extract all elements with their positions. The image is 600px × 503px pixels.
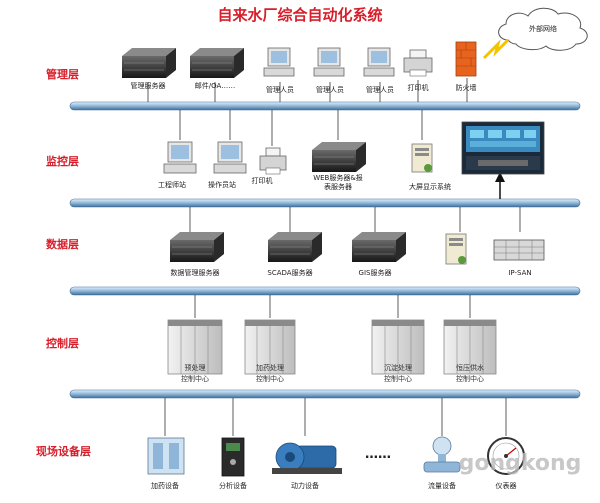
dosing-equipment-icon bbox=[147, 437, 185, 475]
cabinet-label: 控制中心 bbox=[181, 374, 209, 383]
control-cabinet-icon bbox=[443, 319, 497, 375]
workstation-icon bbox=[363, 47, 395, 77]
device-label: 管理人员 bbox=[366, 85, 394, 94]
gauge-icon bbox=[487, 437, 525, 475]
diagram-title: 自来水厂综合自动化系统 bbox=[217, 6, 382, 24]
cabinet-label: 沉淀处理 bbox=[384, 363, 412, 372]
device-label: 管理人员 bbox=[266, 85, 294, 94]
tower-server-icon bbox=[411, 143, 433, 173]
device-label: 仪表器 bbox=[496, 481, 517, 490]
analyzer-icon bbox=[221, 437, 245, 477]
device-label: 防火墙 bbox=[456, 83, 477, 92]
control-network-bus bbox=[69, 389, 581, 399]
device-label: 加药设备 bbox=[151, 481, 179, 490]
device-label: IP-SAN bbox=[508, 269, 531, 277]
management-network-bus bbox=[69, 101, 581, 111]
control-cabinet-icon bbox=[244, 319, 296, 375]
device-label: 打印机 bbox=[408, 83, 429, 92]
lightning-icon bbox=[482, 38, 510, 60]
workstation-icon bbox=[263, 47, 295, 77]
control-cabinet-icon bbox=[167, 319, 223, 375]
device-label: 操作员站 bbox=[208, 180, 236, 189]
device-label: 大屏显示系统 bbox=[409, 182, 451, 191]
server-icon bbox=[170, 232, 224, 262]
arrow-up-icon bbox=[495, 172, 505, 182]
device-label: 邮件/OA…… bbox=[195, 81, 236, 90]
device-label: 管理人员 bbox=[316, 85, 344, 94]
device-label: 数据管理服务器 bbox=[171, 268, 220, 277]
pump-motor-icon bbox=[272, 442, 342, 474]
server-icon bbox=[122, 48, 176, 78]
display-wall-icon bbox=[461, 121, 545, 175]
layer-label-control: 控制层 bbox=[46, 336, 79, 350]
tower-server-icon bbox=[445, 233, 467, 265]
control-cabinet-icon bbox=[371, 319, 425, 375]
cloud-icon bbox=[498, 7, 588, 51]
workstation-icon bbox=[313, 47, 345, 77]
cabinet-label: 控制中心 bbox=[256, 374, 284, 383]
device-label: 打印机 bbox=[252, 176, 273, 185]
layer-label-monitoring: 监控层 bbox=[46, 154, 79, 168]
device-label: WEB服务器&报 bbox=[313, 173, 363, 182]
device-label: 工程师站 bbox=[158, 180, 186, 189]
cabinet-label: 控制中心 bbox=[384, 374, 412, 383]
storage-array-icon bbox=[493, 239, 545, 261]
layer-label-management: 管理层 bbox=[46, 67, 79, 81]
watermark: gongkong bbox=[459, 451, 582, 476]
more-devices-ellipsis: …… bbox=[365, 447, 391, 462]
server-icon bbox=[268, 232, 322, 262]
cabinet-label: 加药处理 bbox=[256, 363, 284, 372]
firewall-icon bbox=[455, 41, 477, 77]
workstation-icon bbox=[213, 141, 247, 174]
cabinet-label: 恒压供水 bbox=[456, 363, 484, 372]
printer-icon bbox=[259, 147, 287, 175]
device-label: 分析设备 bbox=[219, 481, 247, 490]
device-label: 管理服务器 bbox=[131, 81, 166, 90]
data-network-bus bbox=[69, 286, 581, 296]
server-icon bbox=[312, 142, 366, 172]
cabinet-label: 预处理 bbox=[185, 363, 206, 372]
device-label: 流量设备 bbox=[428, 481, 456, 490]
monitoring-network-bus bbox=[69, 198, 581, 208]
server-icon bbox=[352, 232, 406, 262]
cloud-label: 外部网络 bbox=[529, 24, 557, 33]
layer-label-data: 数据层 bbox=[46, 237, 79, 251]
device-label: 动力设备 bbox=[291, 481, 319, 490]
device-label: SCADA服务器 bbox=[267, 268, 312, 277]
printer-icon bbox=[403, 49, 433, 77]
server-icon bbox=[190, 48, 244, 78]
device-label: 表服务器 bbox=[324, 182, 352, 191]
connection-lines bbox=[147, 78, 521, 436]
device-label: GIS服务器 bbox=[359, 268, 392, 277]
cabinet-label: 控制中心 bbox=[456, 374, 484, 383]
layer-label-field: 现场设备层 bbox=[36, 444, 91, 458]
flow-meter-icon bbox=[423, 436, 461, 473]
workstation-icon bbox=[163, 141, 197, 174]
